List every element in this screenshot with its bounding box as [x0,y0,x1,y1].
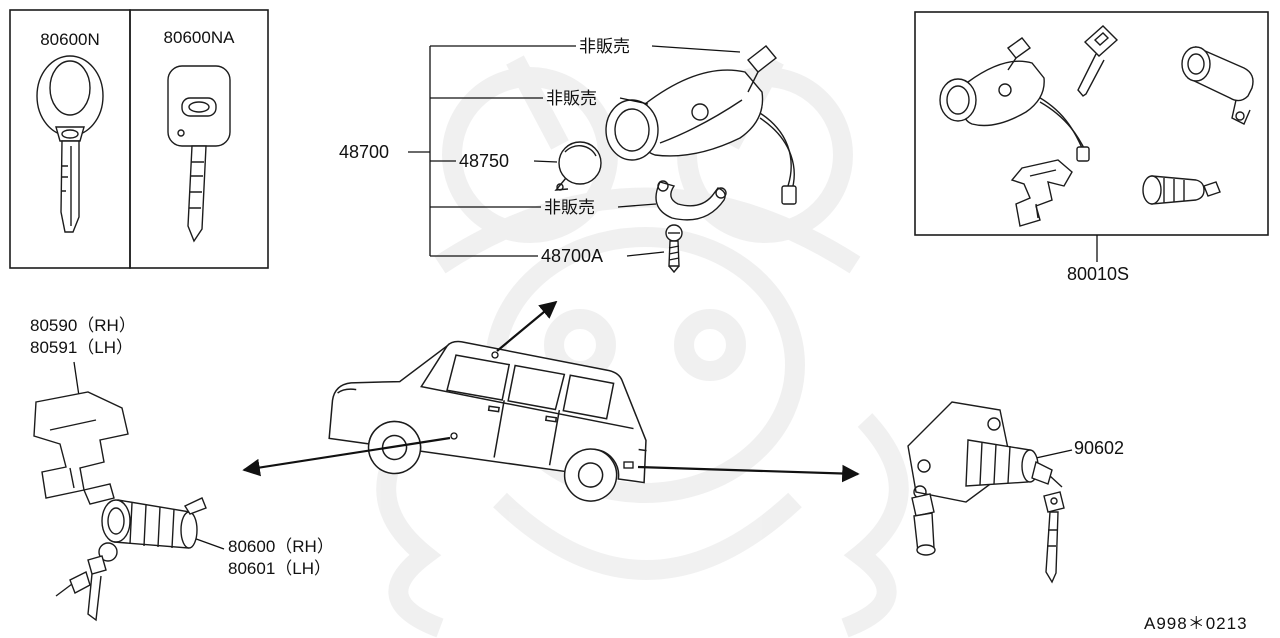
part-label-48750: 48750 [459,151,510,171]
back-door-lock-drawing [907,401,1073,584]
diagram-code: A998＊0213 [1144,614,1248,633]
part-label-80010s: 80010S [1066,264,1130,284]
ignition-callout-lines [408,45,741,257]
part-label-door-bracket: 80590（RH） 80591（LH） [30,315,136,359]
car-drawing [328,340,647,502]
callout-not-sold-3: 非販売 [544,198,595,217]
part-label-90602: 90602 [1074,438,1125,458]
key-80600n-drawing [36,55,104,233]
part-label-door-cylinder: 80600（RH） 80601（LH） [228,536,334,580]
lock-set-drawing [914,11,1269,262]
part-label-80600n: 80600N [40,30,100,49]
part-label-48700a: 48700A [541,246,604,266]
key-80600na-drawing [167,65,231,243]
callout-not-sold-1: 非販売 [579,37,630,56]
door-lock-bracket-drawing [33,361,129,505]
part-label-80601-lh: 80601（LH） [228,559,332,578]
door-lock-cylinder-drawing [55,497,225,622]
part-label-80600na: 80600NA [163,28,235,47]
ignition-assembly-drawing [554,45,797,274]
part-label-80590-rh: 80590（RH） [30,316,136,335]
callout-not-sold-2: 非販売 [546,89,597,108]
part-label-48700: 48700 [339,142,390,162]
key-panel-frame [9,9,269,269]
part-label-80600-rh: 80600（RH） [228,537,334,556]
location-arrows [242,300,860,483]
part-label-80591-lh: 80591（LH） [30,338,134,357]
